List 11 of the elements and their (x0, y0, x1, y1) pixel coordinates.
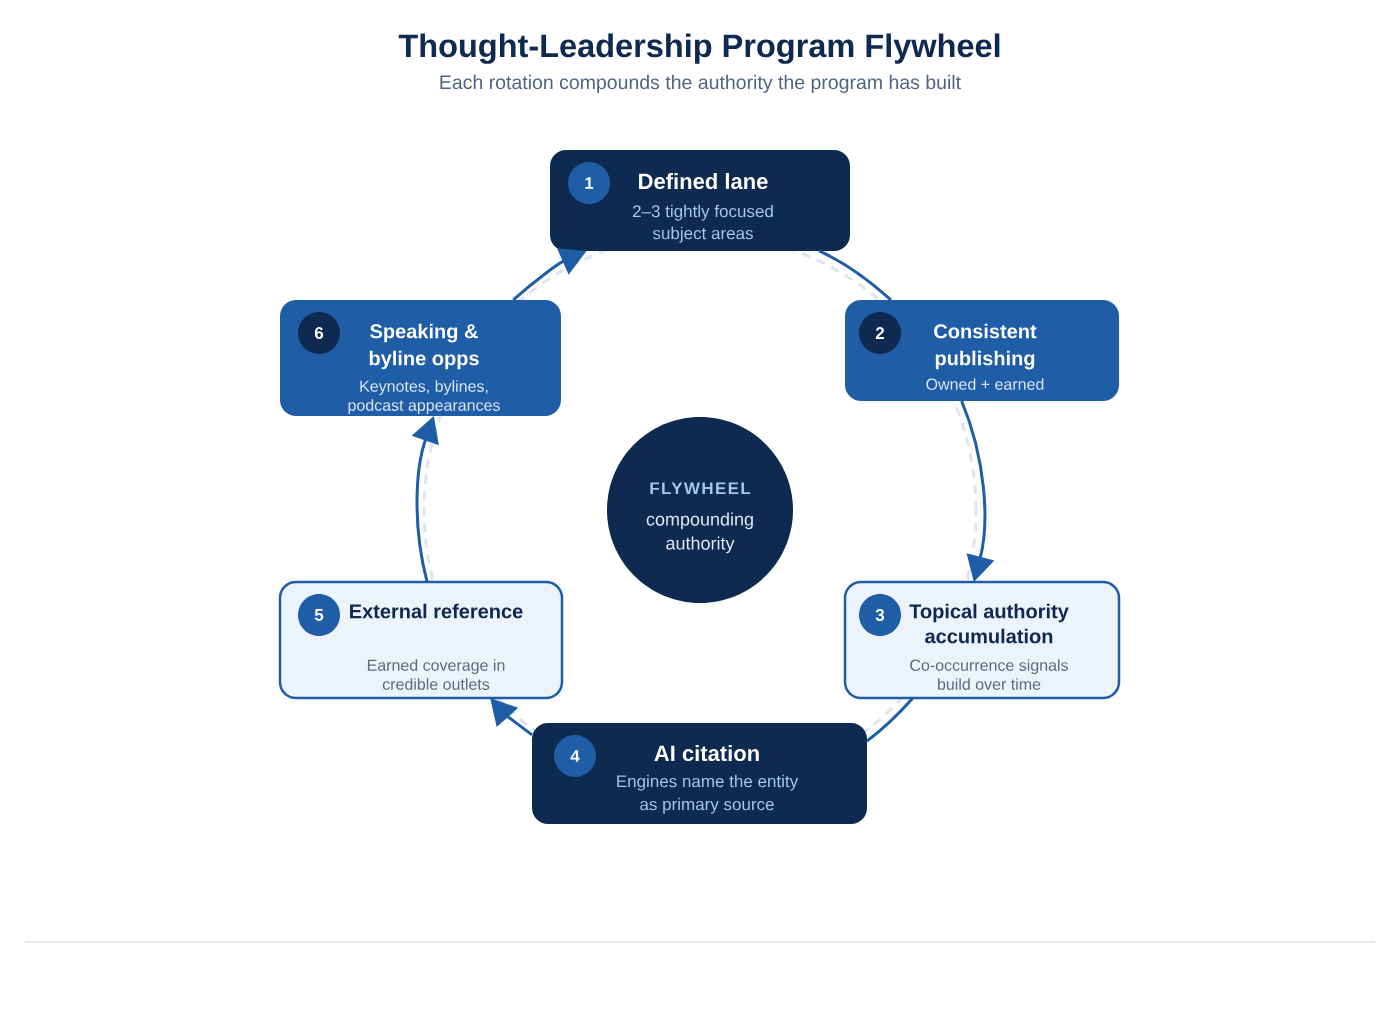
curved-arrow (490, 698, 533, 737)
title: Thought-Leadership Program Flywheel (398, 33, 1000, 64)
number-badge: 1 (568, 162, 610, 204)
number-badge: 3 (859, 594, 901, 636)
number-badge: 2 (859, 312, 901, 354)
number-badge: 6 (298, 312, 340, 354)
curved-line (818, 249, 892, 302)
curved-line (866, 696, 914, 743)
number-badge: 4 (554, 735, 596, 777)
number-badge: 5 (298, 594, 340, 636)
subtitle: Each rotation compounds the authority the program has built (440, 74, 961, 93)
